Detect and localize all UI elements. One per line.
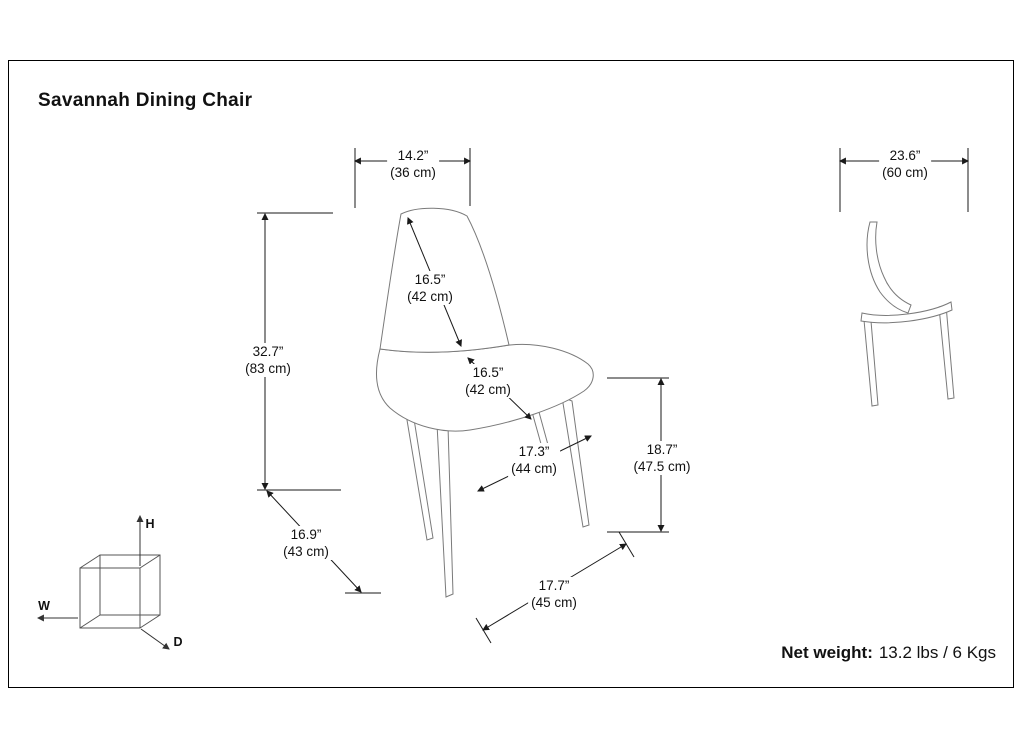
page-border	[8, 60, 1014, 688]
axis-label-height: H	[145, 517, 155, 531]
page-title: Savannah Dining Chair	[38, 90, 253, 111]
axis-label-width: W	[38, 599, 50, 613]
chair-front-leg-front-right	[561, 396, 590, 528]
chair-side-leg-rear	[863, 319, 879, 407]
net-weight: Net weight: 13.2 lbs / 6 Kgs	[781, 643, 996, 663]
dim-label-seat-depth: 17.3” (44 cm)	[508, 443, 560, 477]
axis-cube-edges	[79, 554, 161, 629]
dim-back-length-inches: 16.5”	[414, 272, 446, 287]
dim-label-front-width: 14.2” (36 cm)	[387, 147, 439, 181]
axis-cube-front-face	[79, 567, 141, 629]
dim-leg-height-cm: (43 cm)	[283, 544, 329, 559]
dim-seat-width-inches: 16.5”	[472, 365, 504, 380]
dim-label-overall-depth: 17.7” (45 cm)	[528, 577, 580, 611]
dim-side-depth-inches: 23.6”	[889, 148, 921, 163]
dim-front-width-inches: 14.2”	[397, 148, 429, 163]
net-weight-label: Net weight:	[781, 643, 873, 662]
chair-side-backrest	[866, 221, 912, 314]
axis-label-depth: D	[173, 635, 183, 649]
axis-arrow-depth	[140, 628, 170, 650]
dim-front-width-cm: (36 cm)	[390, 165, 436, 180]
chair-side-view	[860, 221, 955, 407]
dim-seat-width-cm: (42 cm)	[465, 382, 511, 397]
dim-seat-height-inches: 18.7”	[646, 442, 678, 457]
dim-seat-height-cm: (47.5 cm)	[633, 459, 691, 474]
dim-label-side-depth: 23.6” (60 cm)	[879, 147, 931, 181]
axis-cube	[36, 514, 170, 650]
dim-label-overall-height: 32.7” (83 cm)	[242, 343, 294, 377]
chair-front-leg-front-left	[436, 423, 454, 598]
dim-back-length-cm: (42 cm)	[407, 289, 453, 304]
dim-label-seat-height: 18.7” (47.5 cm)	[630, 441, 694, 475]
dim-label-seat-width: 16.5” (42 cm)	[462, 364, 514, 398]
dim-overall-depth-tick-right	[618, 531, 635, 558]
axis-cube-back-face	[99, 554, 161, 616]
dim-overall-height-inches: 32.7”	[252, 344, 284, 359]
chair-front-view	[376, 207, 594, 598]
dim-overall-height-cm: (83 cm)	[245, 361, 291, 376]
dim-overall-depth-inches: 17.7”	[538, 578, 570, 593]
dim-label-back-length: 16.5” (42 cm)	[404, 271, 456, 305]
dim-leg-height-inches: 16.9”	[290, 527, 322, 542]
dim-side-depth-cm: (60 cm)	[882, 165, 928, 180]
chair-side-seat	[860, 301, 953, 324]
net-weight-value: 13.2 lbs / 6 Kgs	[878, 643, 996, 662]
dim-overall-depth-cm: (45 cm)	[531, 595, 577, 610]
chair-side-leg-front	[938, 304, 955, 400]
dim-overall-depth-tick-left	[475, 617, 492, 644]
dim-label-leg-height: 16.9” (43 cm)	[280, 526, 332, 560]
dim-seat-depth-inches: 17.3”	[518, 444, 550, 459]
dimension-lines	[257, 148, 970, 644]
dim-seat-depth-cm: (44 cm)	[511, 461, 557, 476]
